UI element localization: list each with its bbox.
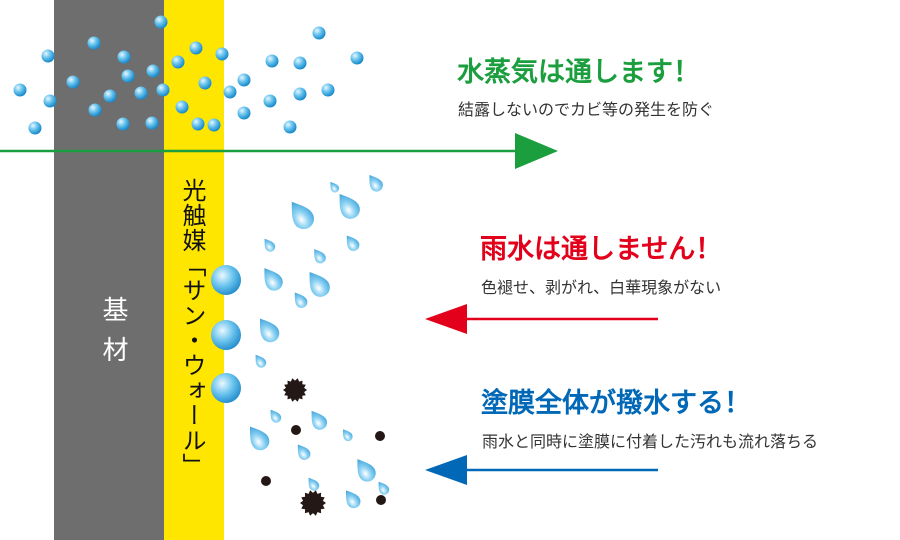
vapor-particle bbox=[293, 56, 307, 70]
water-drop-icon bbox=[294, 292, 308, 308]
vapor-particle bbox=[43, 94, 57, 108]
vapor-particle bbox=[312, 26, 326, 40]
vapor-particle bbox=[350, 51, 364, 65]
water-bead bbox=[211, 265, 241, 295]
dirt-particle-icon bbox=[283, 378, 307, 402]
vapor-particle bbox=[13, 83, 27, 97]
water-drop-icon bbox=[264, 268, 283, 291]
water-drop-icon bbox=[346, 235, 360, 251]
coat-heading: 塗膜全体が撥水する！ bbox=[481, 388, 751, 419]
water-beads bbox=[211, 265, 241, 403]
water-drop-icon bbox=[259, 318, 280, 343]
vapor-particle bbox=[237, 73, 251, 87]
water-drop-icon bbox=[342, 429, 353, 442]
vapor-particle bbox=[171, 55, 185, 69]
dirt-particle-icon bbox=[375, 431, 385, 441]
water-drop-icon bbox=[308, 477, 320, 491]
vapor-particle bbox=[207, 118, 221, 132]
vapor-particle bbox=[175, 100, 189, 114]
vapor-particle bbox=[116, 117, 130, 131]
vapor-particle bbox=[223, 85, 237, 99]
water-drop-icon bbox=[311, 410, 328, 430]
water-drop-icon bbox=[330, 181, 340, 193]
dirt-particle-icon bbox=[291, 425, 301, 435]
water-drop-icon bbox=[357, 459, 376, 482]
vapor-particle bbox=[154, 15, 168, 29]
vapor-particle bbox=[41, 49, 55, 63]
vapor-particle bbox=[321, 83, 335, 97]
coat-description: 雨水と同時に塗膜に付着した汚れも流れ落ちる bbox=[482, 432, 819, 451]
vapor-particle bbox=[215, 47, 229, 61]
water-drop-icon bbox=[339, 193, 360, 219]
vapor-particle bbox=[117, 50, 131, 64]
vapor-particle bbox=[198, 76, 212, 90]
dirt-particle-icon bbox=[261, 476, 271, 486]
vapor-particle bbox=[88, 103, 102, 117]
water-drop-icon bbox=[264, 238, 276, 252]
water-drop-icon bbox=[255, 354, 267, 368]
vapor-particle bbox=[263, 94, 277, 108]
vapor-description: 結露しないのでカビ等の発生を防ぐ bbox=[458, 100, 715, 119]
water-drop-icon bbox=[309, 271, 330, 297]
water-bead bbox=[211, 373, 241, 403]
vapor-arrow-icon bbox=[0, 133, 558, 169]
rain-drops bbox=[249, 174, 390, 509]
water-drop-icon bbox=[291, 201, 314, 230]
rain-arrow-icon bbox=[425, 304, 658, 334]
water-drop-icon bbox=[345, 490, 361, 509]
substrate-label: 基材 bbox=[98, 296, 128, 376]
vapor-particle bbox=[28, 121, 42, 135]
vapor-particle bbox=[189, 41, 203, 55]
water-bead bbox=[211, 320, 241, 350]
vapor-particle bbox=[191, 117, 205, 131]
water-drop-icon bbox=[369, 174, 383, 192]
vapor-particle bbox=[134, 86, 148, 100]
vapor-particles bbox=[13, 15, 364, 135]
dirt-particles bbox=[261, 378, 386, 516]
vapor-particle bbox=[237, 106, 251, 120]
dirt-particle-icon bbox=[300, 490, 326, 516]
rain-description: 色褪せ、剥がれ、白華現象がない bbox=[481, 278, 722, 297]
dirt-particle-icon bbox=[376, 495, 386, 505]
water-drop-icon bbox=[249, 426, 270, 451]
vapor-particle bbox=[265, 54, 279, 68]
water-drop-icon bbox=[270, 409, 282, 423]
vapor-particle bbox=[103, 89, 117, 103]
vapor-particle bbox=[87, 36, 101, 50]
coat-arrow-icon bbox=[425, 455, 658, 485]
vapor-particle bbox=[156, 83, 170, 97]
vapor-particle bbox=[121, 69, 135, 83]
water-drop-icon bbox=[378, 481, 390, 495]
vapor-particle bbox=[146, 64, 160, 78]
coating-layer bbox=[164, 0, 224, 540]
vapor-particle bbox=[293, 87, 307, 101]
vapor-particle bbox=[66, 75, 80, 89]
vapor-particle bbox=[145, 116, 159, 130]
vapor-particle bbox=[283, 120, 297, 134]
water-drop-icon bbox=[314, 249, 326, 264]
vapor-heading: 水蒸気は通します！ bbox=[457, 57, 700, 88]
coating-label: 光触媒「サン・ウォール」 bbox=[178, 178, 206, 478]
water-drop-icon bbox=[297, 444, 311, 460]
rain-heading: 雨水は通しません！ bbox=[480, 234, 723, 265]
